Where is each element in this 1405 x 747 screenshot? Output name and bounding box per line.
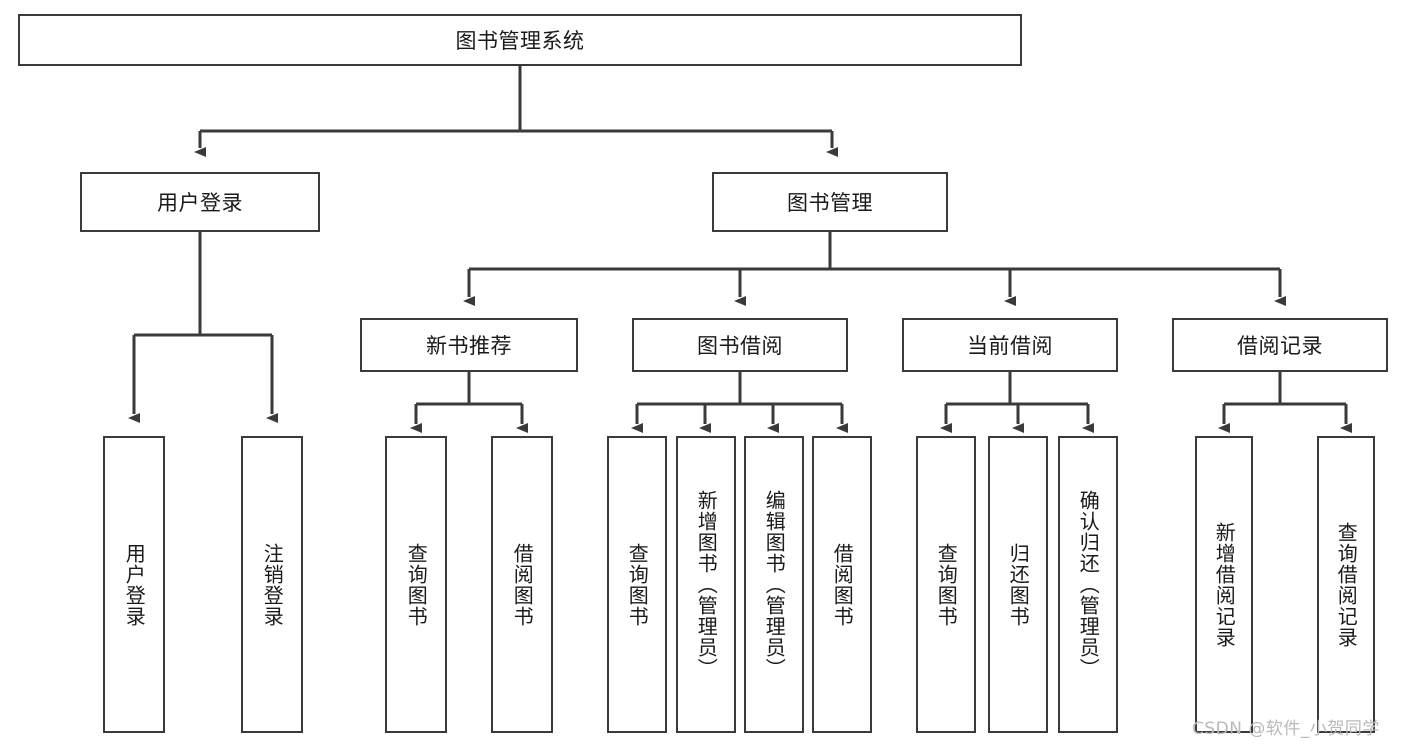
node-borrow-record-child-add-record[interactable]: 新增借阅记录 — [1195, 436, 1253, 733]
node-current-borrow-child-return-book[interactable]: 归还图书 — [988, 436, 1048, 733]
node-label: 当前借阅 — [967, 334, 1053, 358]
node-root-book-management-system[interactable]: 图书管理系统 — [18, 14, 1022, 66]
node-label: 注销登录 — [260, 542, 285, 627]
node-book-borrow[interactable]: 图书借阅 — [632, 318, 848, 372]
node-label: 确认归还（管理员） — [1076, 490, 1101, 679]
node-current-borrow-child-query-book[interactable]: 查询图书 — [916, 436, 976, 733]
node-new-book-recommend[interactable]: 新书推荐 — [360, 318, 578, 372]
node-book-borrow-child-add-book-admin[interactable]: 新增图书（管理员） — [676, 436, 736, 733]
node-book-borrow-child-borrow-book[interactable]: 借阅图书 — [812, 436, 872, 733]
node-label: 新增借阅记录 — [1212, 521, 1237, 648]
node-user-login-child-user-login[interactable]: 用户登录 — [103, 436, 165, 733]
node-label: 查询图书 — [625, 542, 650, 627]
node-label: 借阅图书 — [510, 542, 535, 627]
node-borrow-record[interactable]: 借阅记录 — [1172, 318, 1388, 372]
node-label: 用户登录 — [157, 191, 243, 215]
node-label: 用户登录 — [122, 542, 147, 627]
node-label: 图书管理 — [787, 191, 873, 215]
node-current-borrow[interactable]: 当前借阅 — [902, 318, 1118, 372]
node-label: 图书管理系统 — [455, 29, 585, 53]
node-borrow-record-child-query-record[interactable]: 查询借阅记录 — [1317, 436, 1375, 733]
node-user-login-child-logout[interactable]: 注销登录 — [241, 436, 303, 733]
node-book-management[interactable]: 图书管理 — [712, 172, 948, 232]
node-label: 查询图书 — [404, 542, 429, 627]
node-label: 图书借阅 — [697, 334, 783, 358]
node-label: 归还图书 — [1006, 542, 1031, 627]
node-new-book-child-borrow-book[interactable]: 借阅图书 — [491, 436, 553, 733]
node-new-book-child-query-book[interactable]: 查询图书 — [385, 436, 447, 733]
node-user-login[interactable]: 用户登录 — [80, 172, 320, 232]
node-label: 借阅记录 — [1237, 334, 1323, 358]
node-book-borrow-child-edit-book-admin[interactable]: 编辑图书（管理员） — [744, 436, 804, 733]
node-label: 查询借阅记录 — [1334, 521, 1359, 648]
node-label: 查询图书 — [934, 542, 959, 627]
csdn-watermark: CSDN @软件_小贺同学 — [1192, 719, 1380, 739]
node-label: 新增图书（管理员） — [694, 490, 719, 679]
node-current-borrow-child-confirm-return-admin[interactable]: 确认归还（管理员） — [1058, 436, 1118, 733]
node-label: 编辑图书（管理员） — [762, 490, 787, 679]
node-label: 新书推荐 — [426, 334, 512, 358]
node-label: 借阅图书 — [830, 542, 855, 627]
node-book-borrow-child-query-book[interactable]: 查询图书 — [607, 436, 667, 733]
